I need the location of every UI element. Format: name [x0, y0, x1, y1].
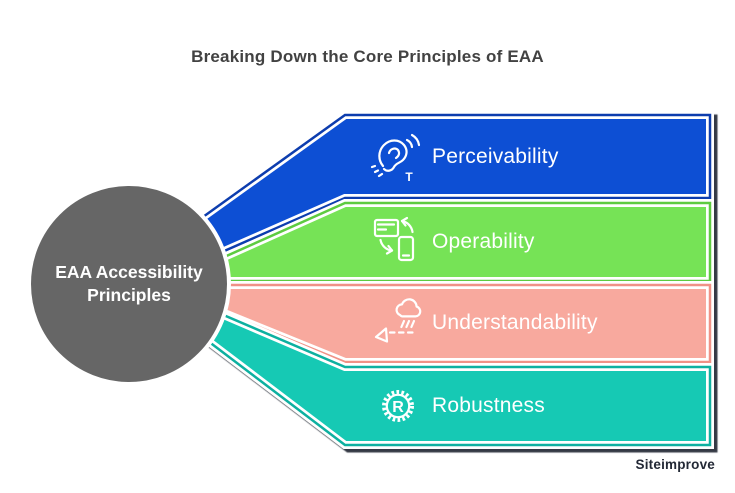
telecoil-t-glyph: T [405, 170, 413, 184]
siteimprove-watermark: Siteimprove [635, 457, 715, 472]
label-perceivability: Perceivability [432, 145, 559, 168]
label-operability: Operability [432, 230, 535, 253]
principle-bands [142, 111, 714, 449]
device-sync-icon [373, 216, 415, 262]
assistive-listening-ear-icon: T [370, 133, 421, 184]
gear-r-icon: R [382, 390, 414, 422]
diagram-title: Breaking Down the Core Principles of EAA [191, 47, 544, 66]
center-circle-label-text: EAA Accessibility Principles [55, 262, 203, 305]
center-circle [27, 182, 231, 386]
cloud-communication-icon [374, 298, 422, 343]
label-robustness: Robustness [432, 394, 545, 417]
label-understandability: Understandability [432, 311, 598, 334]
center-circle-label: EAA Accessibility Principles [29, 184, 229, 384]
gear-r-glyph: R [392, 399, 404, 416]
